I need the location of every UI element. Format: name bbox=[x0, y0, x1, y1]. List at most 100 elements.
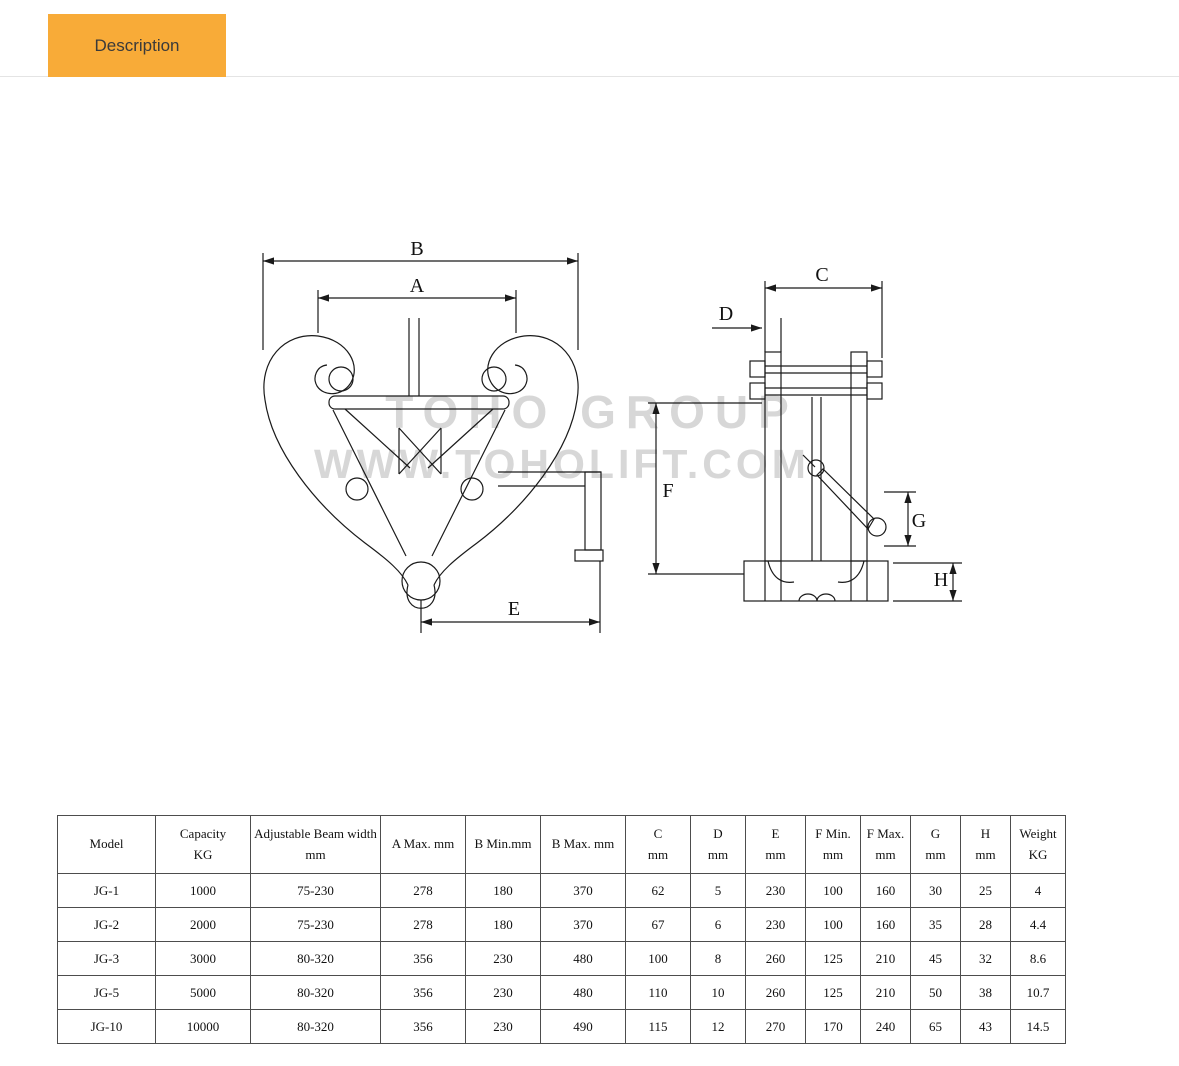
table-cell: JG-1 bbox=[57, 873, 156, 908]
dim-label-h: H bbox=[934, 569, 948, 591]
column-header: F Min.mm bbox=[805, 815, 861, 874]
table-cell: 100 bbox=[625, 941, 691, 976]
table-cell: 62 bbox=[625, 873, 691, 908]
table-cell: 260 bbox=[745, 941, 806, 976]
table-cell: 8.6 bbox=[1010, 941, 1066, 976]
table-cell: 28 bbox=[960, 907, 1011, 942]
table-cell: 278 bbox=[380, 907, 466, 942]
table-cell: 125 bbox=[805, 941, 861, 976]
table-cell: 160 bbox=[860, 907, 911, 942]
table-cell: 356 bbox=[380, 1009, 466, 1044]
description-tab-label: Description bbox=[94, 35, 180, 55]
description-tab[interactable]: Description bbox=[48, 14, 226, 77]
column-header: Model bbox=[57, 815, 156, 874]
side-view bbox=[743, 351, 889, 602]
table-cell: 100 bbox=[805, 907, 861, 942]
table-cell: 210 bbox=[860, 941, 911, 976]
table-cell: JG-10 bbox=[57, 1009, 156, 1044]
column-header: B Min.mm bbox=[465, 815, 541, 874]
table-cell: 45 bbox=[910, 941, 961, 976]
dim-label-c: C bbox=[815, 264, 828, 286]
table-cell: 480 bbox=[540, 941, 626, 976]
dim-label-b: B bbox=[410, 238, 423, 260]
table-cell: 125 bbox=[805, 975, 861, 1010]
table-cell: 5 bbox=[690, 873, 746, 908]
table-cell: 65 bbox=[910, 1009, 961, 1044]
table-cell: 230 bbox=[745, 873, 806, 908]
column-header: A Max. mm bbox=[380, 815, 466, 874]
table-cell: 356 bbox=[380, 975, 466, 1010]
table-cell: 170 bbox=[805, 1009, 861, 1044]
table-cell: 50 bbox=[910, 975, 961, 1010]
table-cell: 75-230 bbox=[250, 907, 381, 942]
table-cell: 10.7 bbox=[1010, 975, 1066, 1010]
dimension-lines bbox=[262, 253, 962, 633]
table-cell: 2000 bbox=[155, 907, 251, 942]
dim-label-e: E bbox=[508, 598, 520, 620]
table-cell: 110 bbox=[625, 975, 691, 1010]
table-cell: 160 bbox=[860, 873, 911, 908]
table-cell: 10 bbox=[690, 975, 746, 1010]
table-cell: 25 bbox=[960, 873, 1011, 908]
table-cell: 356 bbox=[380, 941, 466, 976]
table-cell: JG-3 bbox=[57, 941, 156, 976]
table-cell: 8 bbox=[690, 941, 746, 976]
table-cell: JG-2 bbox=[57, 907, 156, 942]
table-cell: 75-230 bbox=[250, 873, 381, 908]
table-cell: 240 bbox=[860, 1009, 911, 1044]
table-cell: 3000 bbox=[155, 941, 251, 976]
table-cell: 230 bbox=[745, 907, 806, 942]
table-cell: 43 bbox=[960, 1009, 1011, 1044]
table-cell: 100 bbox=[805, 873, 861, 908]
table-cell: 12 bbox=[690, 1009, 746, 1044]
watermark-line1: TOHO GROUP bbox=[385, 386, 799, 438]
table-cell: JG-5 bbox=[57, 975, 156, 1010]
table-cell: 80-320 bbox=[250, 1009, 381, 1044]
table-cell: 10000 bbox=[155, 1009, 251, 1044]
table-cell: 260 bbox=[745, 975, 806, 1010]
table-cell: 14.5 bbox=[1010, 1009, 1066, 1044]
table-cell: 270 bbox=[745, 1009, 806, 1044]
dim-label-f: F bbox=[662, 480, 673, 502]
table-cell: 230 bbox=[465, 975, 541, 1010]
table-cell: 480 bbox=[540, 975, 626, 1010]
table-cell: 230 bbox=[465, 1009, 541, 1044]
table-cell: 1000 bbox=[155, 873, 251, 908]
table-cell: 115 bbox=[625, 1009, 691, 1044]
table-cell: 4.4 bbox=[1010, 907, 1066, 942]
table-cell: 278 bbox=[380, 873, 466, 908]
table-cell: 490 bbox=[540, 1009, 626, 1044]
technical-diagram: TOHO GROUP WWW.TOHOLIFT.COM bbox=[262, 238, 962, 633]
table-cell: 5000 bbox=[155, 975, 251, 1010]
page-header: Description bbox=[0, 0, 1179, 77]
table-cell: 38 bbox=[960, 975, 1011, 1010]
table-cell: 30 bbox=[910, 873, 961, 908]
table-cell: 35 bbox=[910, 907, 961, 942]
dimension-labels: B A E C D F G H bbox=[410, 238, 948, 620]
table-cell: 80-320 bbox=[250, 975, 381, 1010]
table-cell: 6 bbox=[690, 907, 746, 942]
table-cell: 32 bbox=[960, 941, 1011, 976]
table-cell: 370 bbox=[540, 907, 626, 942]
table-cell: 4 bbox=[1010, 873, 1066, 908]
table-cell: 180 bbox=[465, 873, 541, 908]
table-cell: 67 bbox=[625, 907, 691, 942]
dim-label-a: A bbox=[410, 275, 425, 297]
column-header: F Max.mm bbox=[860, 815, 911, 874]
table-cell: 230 bbox=[465, 941, 541, 976]
table-cell: 370 bbox=[540, 873, 626, 908]
front-view bbox=[263, 318, 604, 609]
